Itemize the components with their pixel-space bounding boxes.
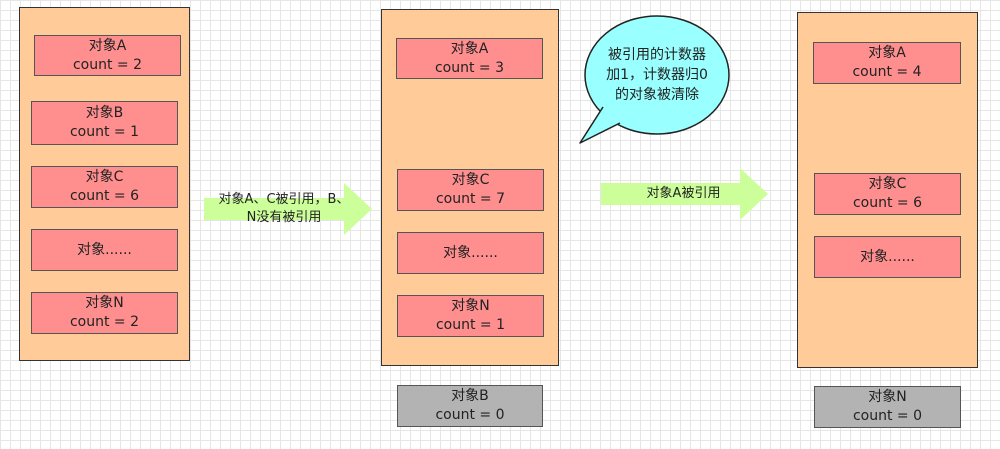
object-c-box: 对象C count = 7 bbox=[397, 169, 544, 211]
object-n-label: 对象N bbox=[451, 298, 490, 314]
transition-arrow-2 bbox=[601, 168, 768, 220]
object-a-box: 对象A count = 2 bbox=[34, 35, 181, 76]
object-ellipsis-label: 对象...... bbox=[443, 244, 498, 261]
object-n-count: count = 2 bbox=[69, 314, 140, 330]
object-b-label: 对象B bbox=[85, 105, 124, 121]
object-c-box: 对象C count = 6 bbox=[31, 166, 178, 208]
object-a-count: count = 3 bbox=[434, 59, 505, 76]
object-ellipsis-box: 对象...... bbox=[814, 236, 961, 278]
removed-object-n-label: 对象N bbox=[868, 389, 907, 405]
object-a-label: 对象A bbox=[88, 37, 127, 54]
transition-label-2-text: 对象A被引用 bbox=[646, 186, 721, 201]
transition-label-2: 对象A被引用 bbox=[601, 185, 766, 203]
object-ellipsis-box: 对象...... bbox=[397, 232, 544, 274]
speech-bubble-line2: 加1，计数器归0 bbox=[606, 67, 708, 83]
object-b-count: count = 1 bbox=[69, 124, 140, 140]
object-n-box: 对象N count = 2 bbox=[31, 292, 178, 334]
object-c-count: count = 6 bbox=[69, 188, 140, 204]
speech-bubble bbox=[579, 15, 730, 144]
object-c-count: count = 7 bbox=[435, 191, 506, 207]
object-c-label: 对象C bbox=[85, 169, 124, 185]
object-n-count: count = 1 bbox=[435, 317, 506, 333]
transition-label-1: 对象A、C被引用，B、 N没有被引用 bbox=[204, 191, 364, 227]
speech-bubble-line1: 被引用的计数器 bbox=[608, 47, 706, 63]
removed-object-n-box: 对象N count = 0 bbox=[814, 386, 961, 428]
object-ellipsis-label: 对象...... bbox=[860, 248, 915, 265]
object-a-box: 对象A count = 4 bbox=[813, 42, 961, 84]
object-c-box: 对象C count = 6 bbox=[814, 173, 961, 215]
object-c-count: count = 6 bbox=[852, 195, 923, 211]
object-a-label: 对象A bbox=[450, 40, 489, 57]
removed-object-b-count: count = 0 bbox=[435, 407, 505, 423]
object-a-count: count = 2 bbox=[72, 56, 143, 73]
speech-bubble-text: 被引用的计数器 加1，计数器归0 的对象被清除 bbox=[591, 45, 723, 105]
removed-object-n-count: count = 0 bbox=[852, 408, 923, 424]
object-n-box: 对象N count = 1 bbox=[397, 295, 544, 337]
object-c-label: 对象C bbox=[868, 176, 907, 192]
object-c-label: 对象C bbox=[451, 172, 490, 188]
removed-object-b-box: 对象B count = 0 bbox=[397, 385, 543, 427]
removed-object-b-label: 对象B bbox=[451, 388, 489, 404]
speech-bubble-line3: 的对象被清除 bbox=[615, 87, 699, 103]
object-b-box: 对象B count = 1 bbox=[31, 101, 178, 145]
object-a-count: count = 4 bbox=[852, 64, 922, 80]
object-a-box: 对象A count = 3 bbox=[396, 38, 543, 79]
transition-label-1-line2: N没有被引用 bbox=[246, 210, 322, 225]
object-n-label: 对象N bbox=[85, 295, 124, 311]
object-ellipsis-label: 对象...... bbox=[77, 241, 132, 258]
transition-label-1-line1: 对象A、C被引用，B、 bbox=[218, 192, 350, 207]
transition-arrow-1 bbox=[204, 183, 372, 235]
object-a-label: 对象A bbox=[868, 45, 906, 61]
object-ellipsis-box: 对象...... bbox=[31, 229, 178, 271]
